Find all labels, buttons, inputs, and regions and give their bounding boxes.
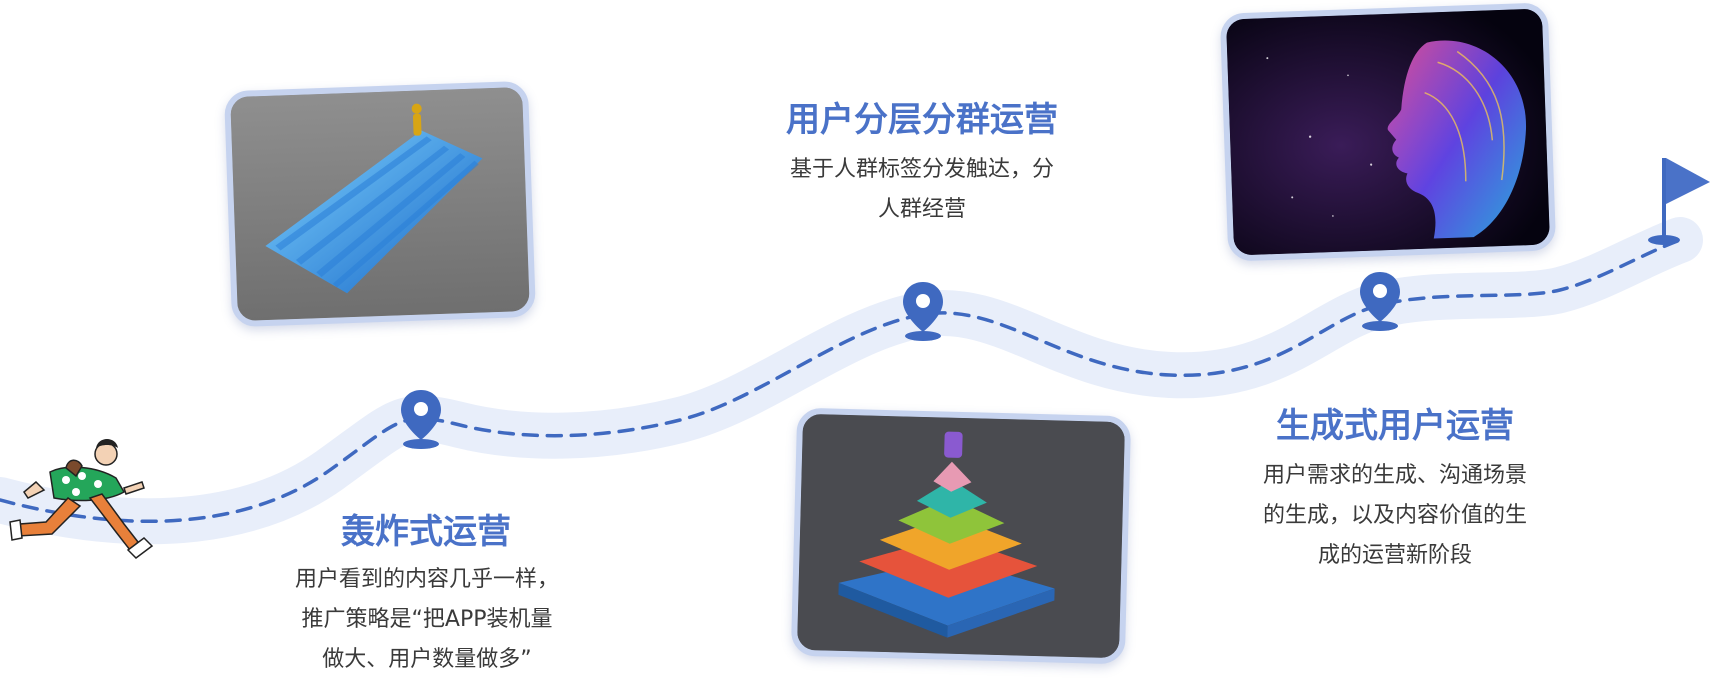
- stage-1-desc-line: 推广策略是“把APP装机量: [301, 607, 553, 632]
- stage-1-title: 轰炸式运营: [341, 512, 511, 552]
- stage-3-desc-line: 用户需求的生成、沟通场景: [1262, 463, 1527, 488]
- crowd-photo: [223, 80, 537, 328]
- ai-head-photo: [1219, 2, 1557, 262]
- runner-illustration: [9, 439, 154, 559]
- stage-3-desc-line: 的生成，以及内容价值的生: [1262, 503, 1527, 528]
- stage-1-desc-line: 做大、用户数量做多”: [322, 647, 532, 672]
- map-pin-icon: [903, 282, 943, 341]
- finish-flag-icon: [1648, 158, 1710, 245]
- map-pin-icon: [1360, 272, 1400, 331]
- route-dashed-line: [0, 238, 1682, 524]
- stage-1-desc-line: 用户看到的内容几乎一样，: [294, 567, 559, 592]
- stage-3-desc-line: 成的运营新阶段: [1317, 543, 1472, 568]
- pyramid-photo: [790, 407, 1132, 665]
- stage-2-desc-line: 人群经营: [877, 197, 966, 222]
- stage-3-desc: 用户需求的生成、沟通场景 的生成，以及内容价值的生 成的运营新阶段: [1240, 456, 1550, 576]
- stage-3-title: 生成式用户运营: [1276, 406, 1514, 446]
- stage-2-desc: 基于人群标签分发触达，分 人群经营: [762, 150, 1082, 230]
- stage-2-desc-line: 基于人群标签分发触达，分: [789, 157, 1054, 182]
- stage-1-desc: 用户看到的内容几乎一样， 推广策略是“把APP装机量 做大、用户数量做多”: [262, 560, 592, 680]
- stage-2-title: 用户分层分群运营: [786, 100, 1058, 140]
- map-pin-icon: [401, 390, 441, 449]
